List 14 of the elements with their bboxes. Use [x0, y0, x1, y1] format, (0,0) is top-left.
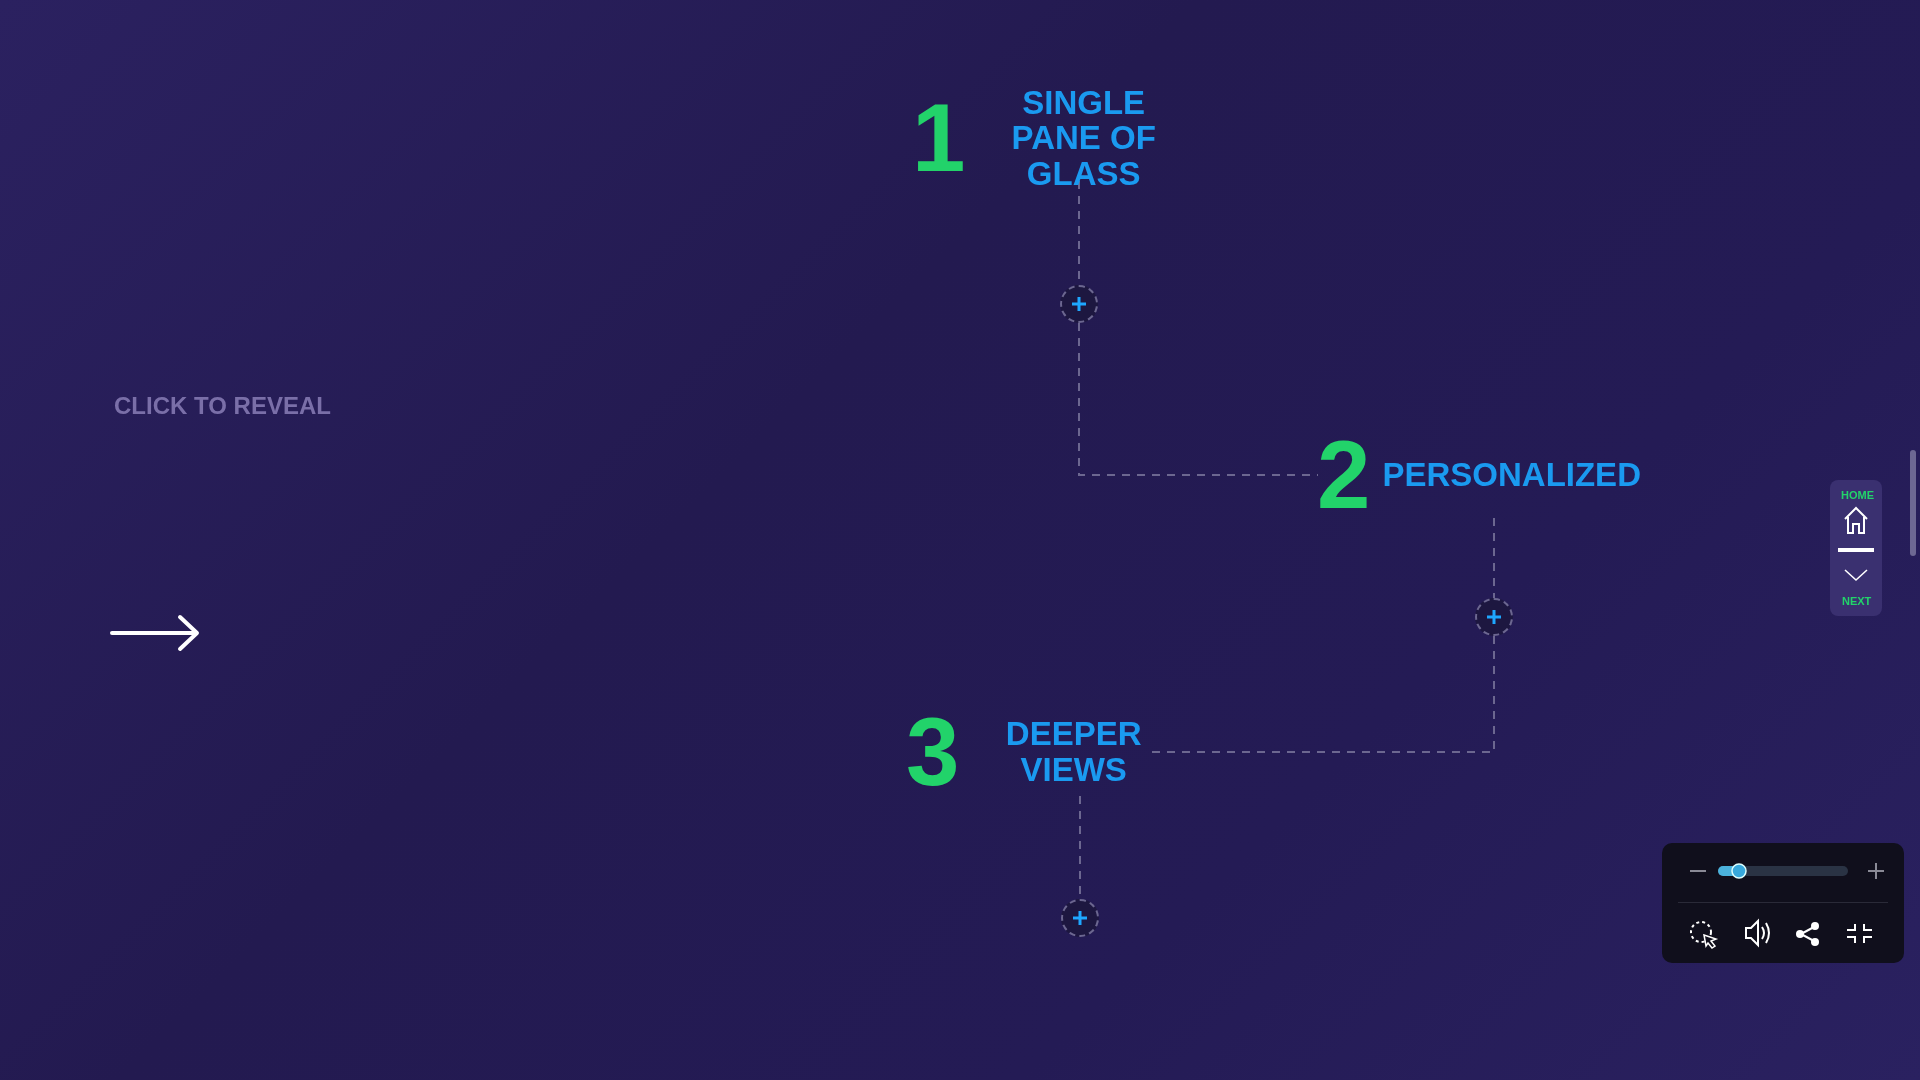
step-number: 3 [906, 704, 960, 800]
nav-label: NEXT [1842, 595, 1872, 607]
plus-button [1060, 285, 1098, 323]
nav-label: HOME [1841, 489, 1874, 501]
step-title: PERSONALIZED [1382, 457, 1641, 493]
dashed-connector [1078, 322, 1319, 476]
step-title: DEEPER VIEWS [1004, 716, 1143, 788]
dashed-connector [1493, 517, 1495, 599]
plus-button [1061, 899, 1099, 937]
plus-button [1475, 598, 1513, 636]
instruction-text: CLICK TO REVEAL [114, 392, 331, 420]
step-number: 2 [1317, 427, 1371, 523]
step-title: SINGLE PANE OF GLASS [1010, 84, 1157, 192]
step-number: 1 [912, 90, 966, 186]
